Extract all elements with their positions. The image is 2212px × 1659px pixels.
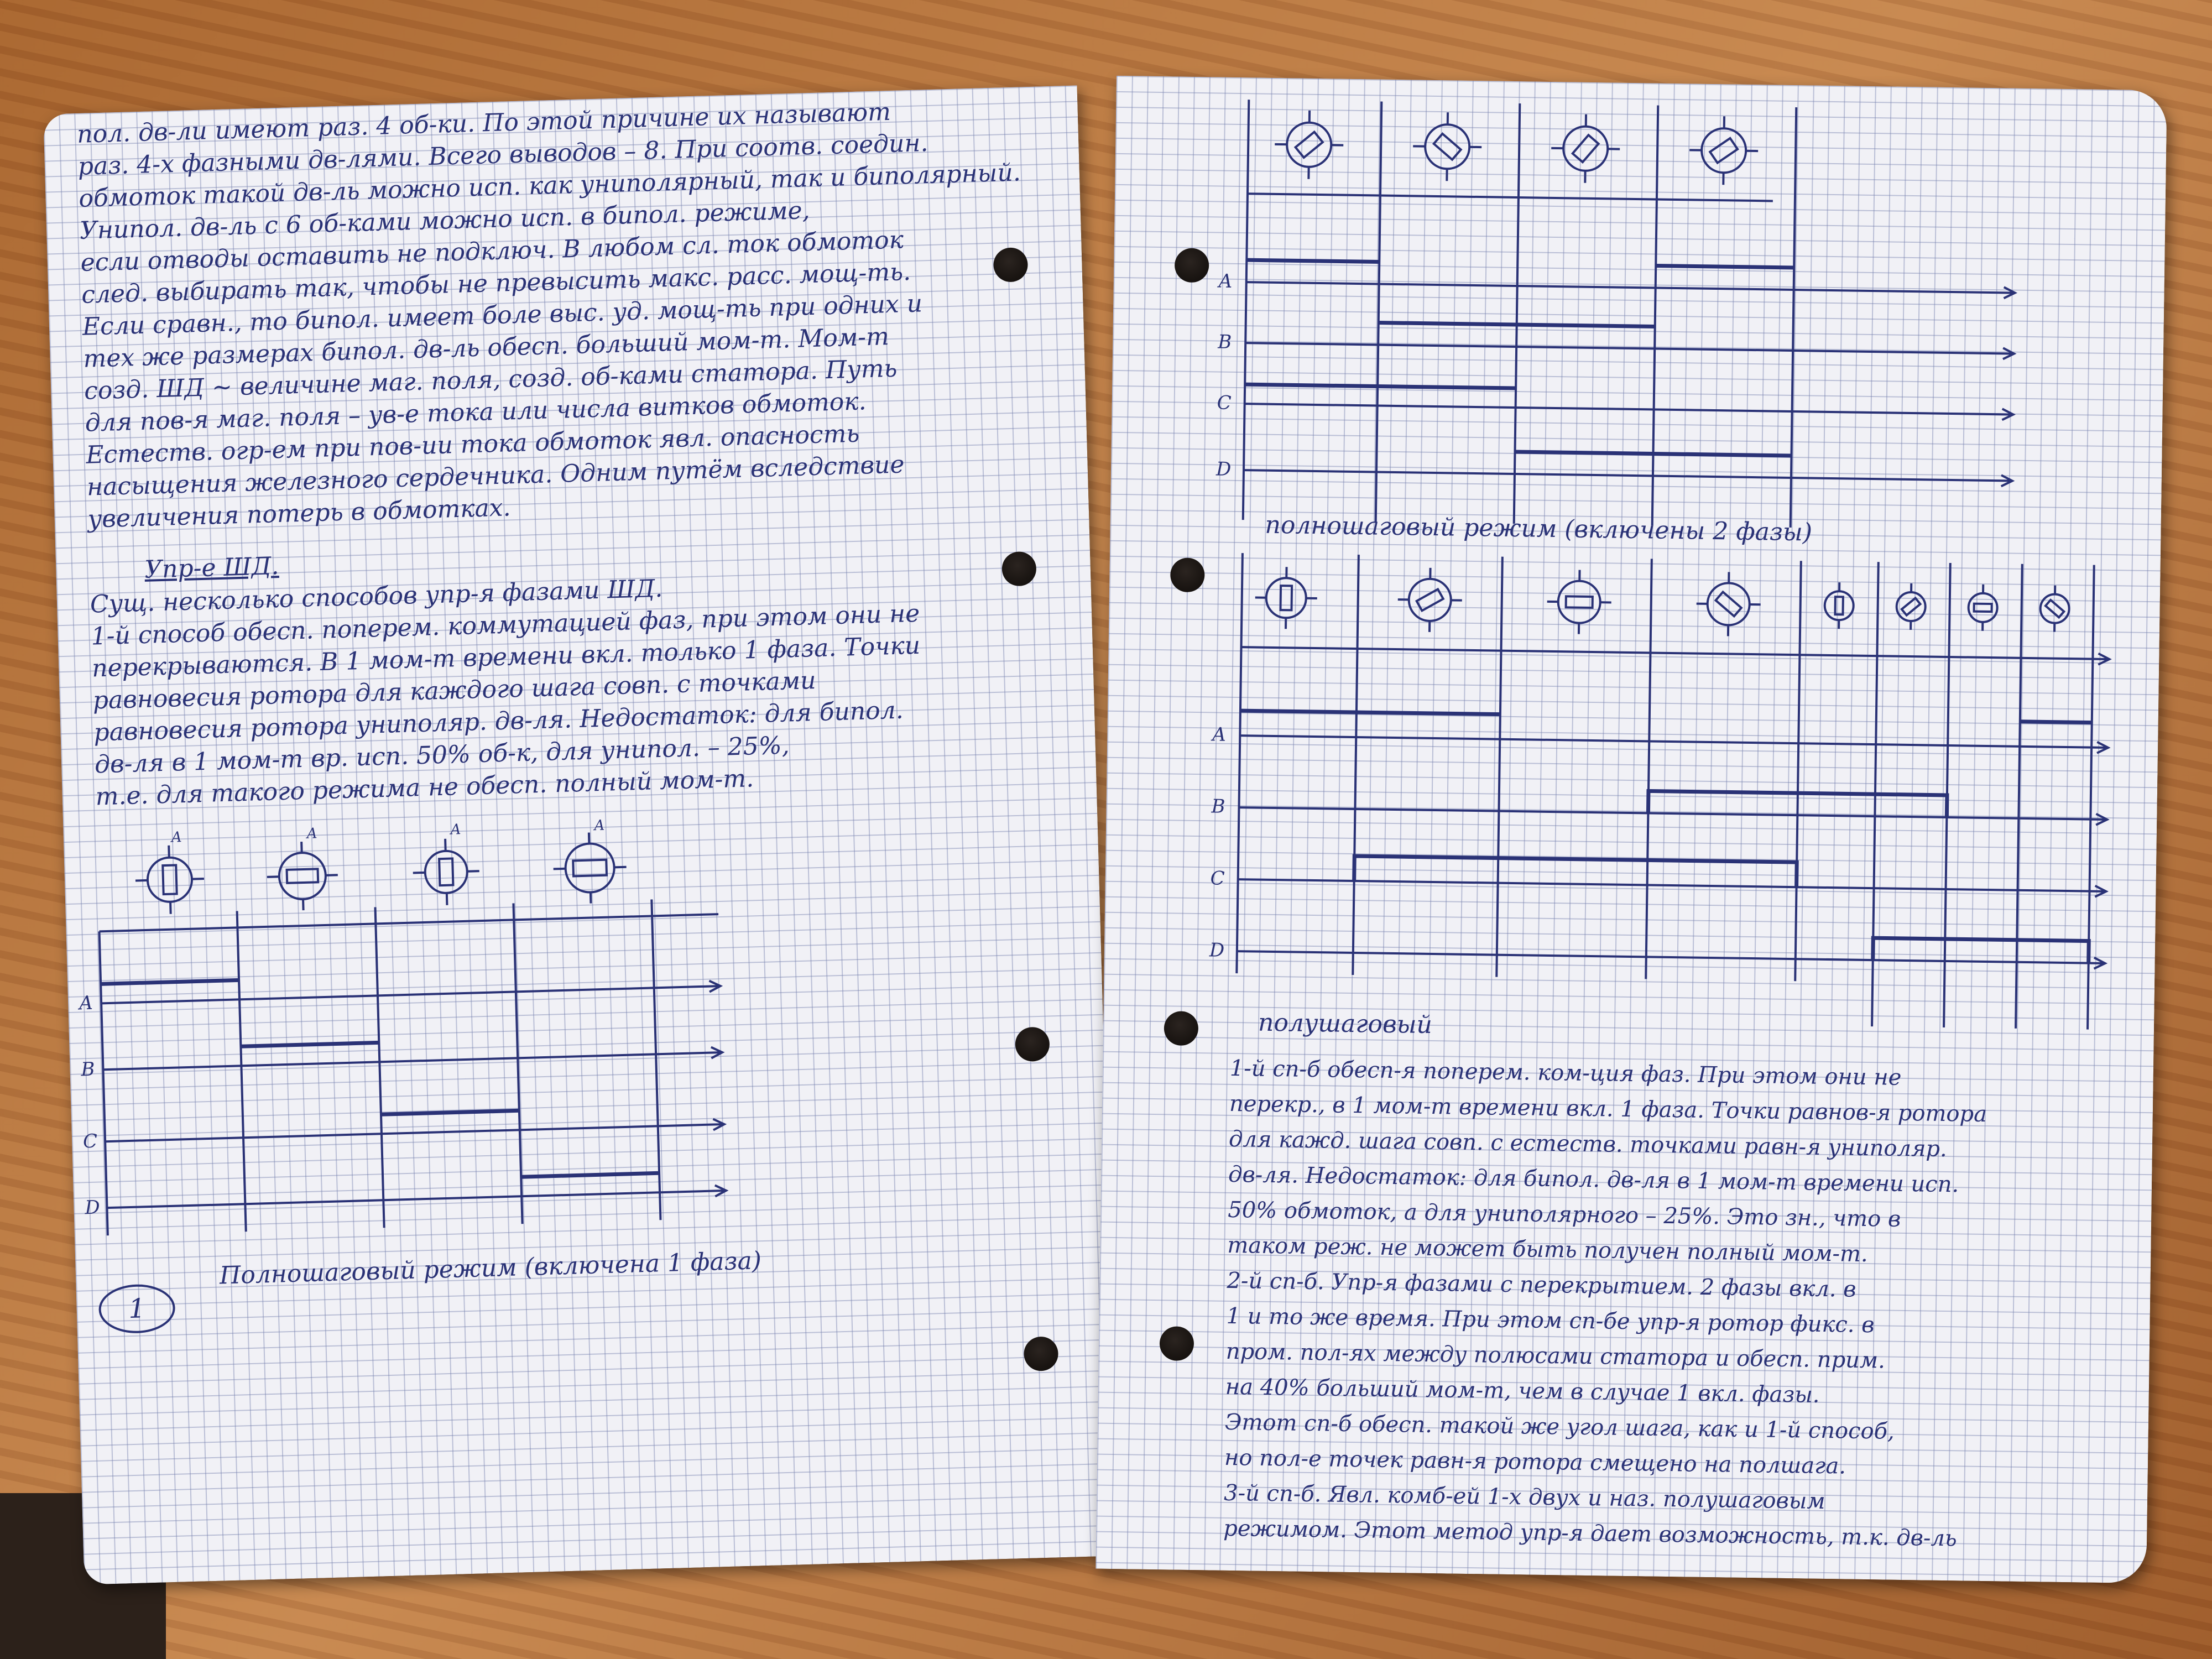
rotor-symbol (2039, 585, 2070, 632)
right-paragraph: 1-й сп-б обесп-я поперем. ком-ция фаз. П… (1223, 1051, 1987, 1557)
rotor-symbol (1823, 582, 1855, 629)
channel-label-c: C (83, 1130, 98, 1153)
binder-hole (1159, 1326, 1194, 1361)
rotor-symbol (1551, 114, 1620, 183)
binder-hole (1170, 557, 1205, 593)
rotor-symbol (267, 842, 338, 911)
channel-label-d: D (1215, 458, 1232, 480)
rotor-symbol (135, 845, 204, 914)
rotor-symbol (1967, 584, 1999, 631)
binder-hole (1164, 1011, 1199, 1046)
pole-label: A (170, 829, 182, 846)
rotor-symbol (1413, 112, 1482, 181)
diagram2-caption: полушаговый (1258, 1008, 1433, 1040)
binder-hole (1023, 1336, 1059, 1371)
channel-label-c: C (1210, 867, 1225, 889)
binder-hole (1015, 1026, 1050, 1062)
timing-diagram-full-step-two-phase: A B C D (1215, 100, 2018, 528)
channel-label-b: B (1217, 331, 1232, 353)
channel-label-b: B (80, 1058, 95, 1081)
section-heading: Упр-е ШД. (144, 550, 280, 586)
channel-label-a: A (1211, 723, 1226, 745)
channel-label-b: B (1211, 795, 1225, 817)
channel-label-c: C (1217, 392, 1232, 414)
channel-label-d: D (1209, 939, 1225, 961)
channel-label-d: D (84, 1197, 100, 1219)
channel-label-a: A (1217, 270, 1232, 292)
right-notebook-page: A B C D полношаговый режим (включены 2 ф… (1095, 75, 2167, 1584)
circled-page-number: 1 (98, 1283, 176, 1334)
rotor-symbol (1696, 572, 1761, 637)
binder-hole (1174, 248, 1209, 283)
rotor-symbol (1255, 567, 1317, 629)
pole-label: A (449, 821, 461, 838)
rotor-symbol (1895, 583, 1927, 630)
rotor-symbol (553, 832, 627, 904)
rotor-symbol (413, 838, 479, 905)
timing-diagram-half-step: A B C D (1209, 553, 2112, 1030)
channel-label-a: A (77, 992, 93, 1015)
rotor-symbol (1547, 570, 1611, 634)
pole-label: A (305, 825, 317, 842)
timing-diagram-full-step-one-phase: A A A A A B C D (77, 817, 729, 1236)
left-paragraph-1: пол. дв-ли имеют раз. 4 об-ки. По этой п… (76, 92, 1030, 535)
diagram1-caption: полношаговый режим (включены 2 фазы) (1265, 510, 1813, 547)
left-notebook-page: пол. дв-ли имеют раз. 4 об-ки. По этой п… (43, 85, 1118, 1585)
rotor-symbol (1397, 567, 1462, 632)
heading-text: Упр-е ШД. (144, 552, 280, 584)
binder-hole (1001, 551, 1037, 587)
left-paragraph-2: Сущ. несколько способов упр-я фазами ШД.… (90, 566, 925, 813)
page-number-text: 1 (128, 1293, 146, 1325)
rotor-symbol (1275, 110, 1344, 179)
rotor-symbol (1689, 116, 1759, 185)
pole-label: A (593, 817, 605, 834)
